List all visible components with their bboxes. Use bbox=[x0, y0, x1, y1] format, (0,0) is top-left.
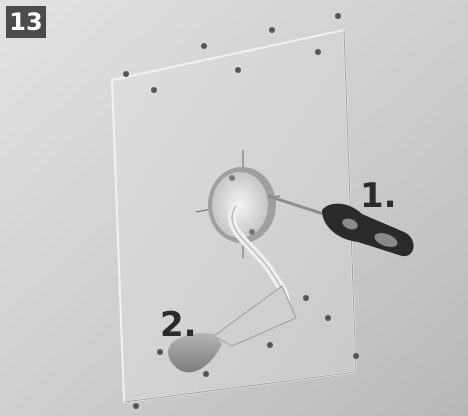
callout-2-label: 2. bbox=[160, 305, 197, 345]
callout-1-label: 1. bbox=[360, 176, 397, 216]
step-number-badge: 13 bbox=[6, 6, 46, 38]
